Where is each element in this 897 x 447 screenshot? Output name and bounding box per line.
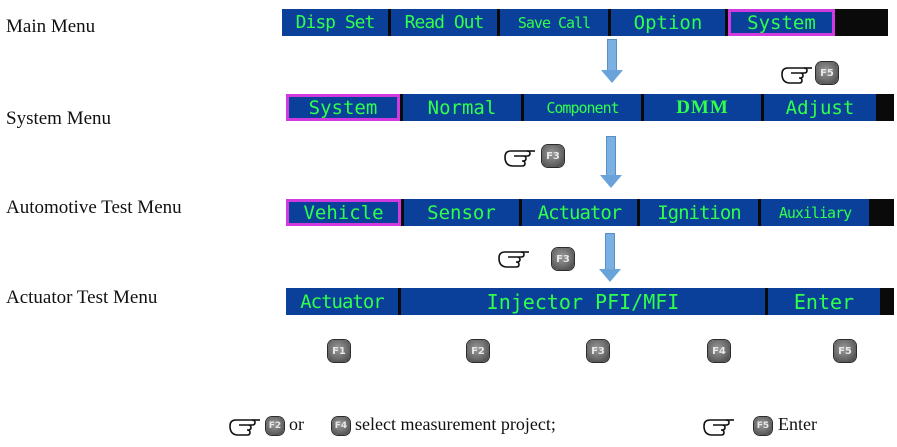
f4-key-icon[interactable]: F4 (708, 340, 730, 362)
system-menu-label: System Menu (6, 108, 112, 129)
hand-pointer-icon (703, 419, 734, 436)
system-menu-component[interactable]: Component (524, 94, 641, 121)
footer-select-text: select measurement project; (355, 414, 556, 434)
main-menu-read-out[interactable]: Read Out (391, 9, 497, 36)
actuator-test-menu-label: Actuator Test Menu (6, 287, 158, 308)
f4-key-icon[interactable]: F4 (332, 417, 350, 435)
f3-key-icon[interactable]: F3 (542, 145, 564, 167)
system-menu-normal[interactable]: Normal (403, 94, 521, 121)
system-menu-adjust[interactable]: Adjust (764, 94, 876, 121)
system-menu-bar: System Normal Component DMM Adjust (286, 94, 894, 121)
system-menu-system[interactable]: System (286, 94, 400, 121)
f2-key-icon[interactable]: F2 (266, 417, 284, 435)
f2-key-icon[interactable]: F2 (467, 340, 489, 362)
hand-pointer-icon (498, 251, 529, 268)
auto-menu-vehicle[interactable]: Vehicle (286, 199, 401, 226)
footer-or-text: or (289, 414, 304, 434)
actuator-bar-injector[interactable]: Injector PFI/MFI (401, 288, 765, 315)
main-menu-system[interactable]: System (728, 9, 835, 36)
auto-menu-actuator[interactable]: Actuator (522, 199, 637, 226)
hand-pointer-icon (504, 150, 535, 167)
main-menu-save-call[interactable]: Save Call (500, 9, 608, 36)
f5-key-icon[interactable]: F5 (816, 62, 838, 84)
hand-pointer-icon (781, 67, 812, 84)
automotive-test-menu-label: Automotive Test Menu (6, 197, 182, 218)
main-menu-disp-set[interactable]: Disp Set (282, 9, 388, 36)
down-arrow-icon (599, 233, 621, 282)
f5-key-icon[interactable]: F5 (754, 417, 772, 435)
f5-key-icon[interactable]: F5 (834, 340, 856, 362)
f3-key-icon[interactable]: F3 (587, 340, 609, 362)
down-arrow-icon (601, 39, 623, 83)
actuator-test-menu-bar: Actuator Injector PFI/MFI Enter (286, 288, 894, 315)
f1-key-icon[interactable]: F1 (328, 340, 350, 362)
hand-pointer-icon (229, 419, 260, 436)
auto-menu-auxiliary[interactable]: Auxiliary (761, 199, 869, 226)
main-menu-label: Main Menu (6, 16, 96, 37)
main-menu-option[interactable]: Option (611, 9, 725, 36)
auto-menu-sensor[interactable]: Sensor (404, 199, 519, 226)
auto-menu-ignition[interactable]: Ignition (640, 199, 758, 226)
actuator-bar-actuator[interactable]: Actuator (286, 288, 398, 315)
system-menu-dmm[interactable]: DMM (644, 94, 761, 121)
main-menu-bar: Disp Set Read Out Save Call Option Syste… (282, 9, 888, 36)
f3-key-icon[interactable]: F3 (552, 248, 574, 270)
footer-enter-text: Enter (778, 414, 817, 434)
down-arrow-icon (600, 136, 622, 188)
actuator-bar-enter[interactable]: Enter (768, 288, 880, 315)
automotive-test-menu-bar: Vehicle Sensor Actuator Ignition Auxilia… (286, 199, 894, 226)
